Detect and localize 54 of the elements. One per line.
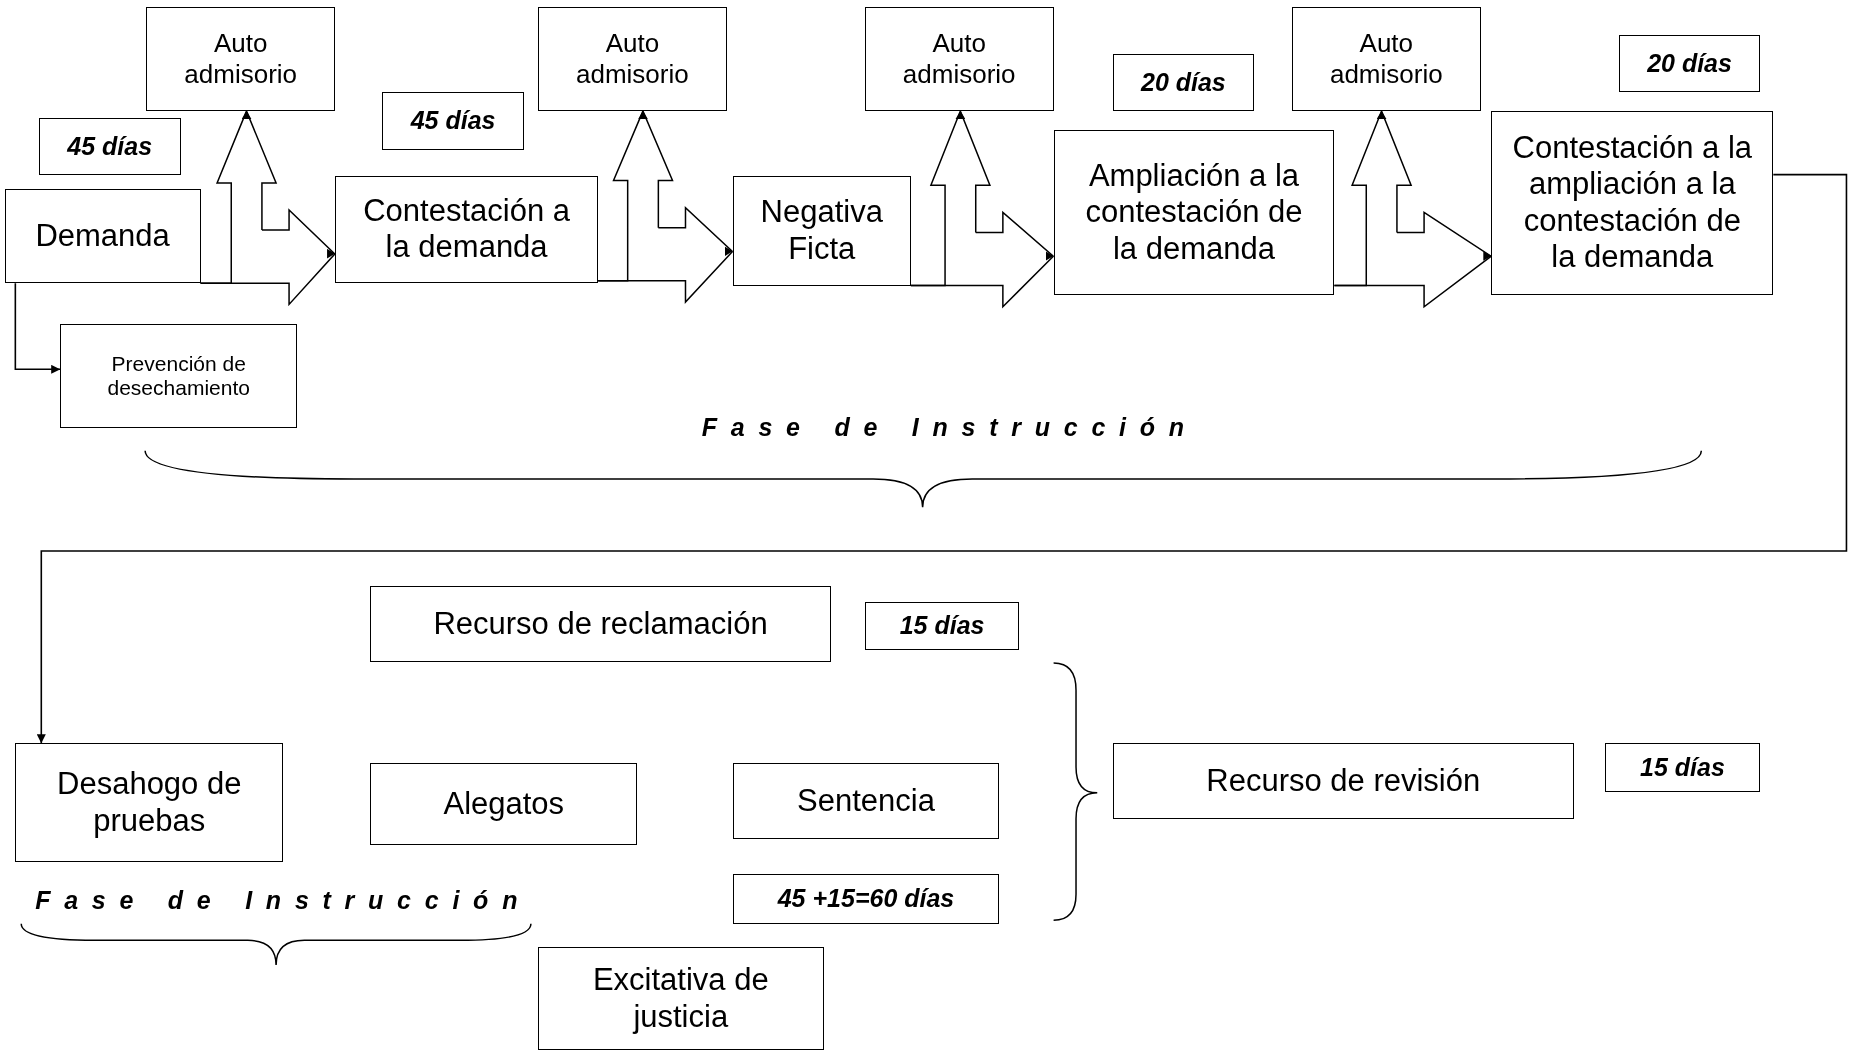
duration-box	[1112, 54, 1255, 111]
box-text: 20 días	[1647, 48, 1732, 79]
box-text: 20 días	[1141, 67, 1226, 98]
process-box	[60, 324, 298, 429]
box-text: Desahogo de pruebas	[56, 766, 243, 840]
box-text: Excitativa de justicia	[591, 962, 770, 1036]
box-text: Auto admisorio	[901, 28, 1017, 90]
process-box	[732, 175, 911, 286]
process-box	[1291, 7, 1481, 111]
box-text: Auto admisorio	[575, 28, 690, 90]
phase-label: Fase de Instrucción	[701, 412, 1198, 443]
box-text: Ampliación a la contestación de la demanda	[1084, 157, 1304, 268]
block-arrow	[597, 205, 734, 304]
box-text: Sentencia	[797, 782, 935, 820]
process-box	[864, 7, 1054, 111]
box-text: 15 días	[899, 611, 985, 641]
box-text: Contestación a la demanda	[362, 192, 571, 267]
duration-box	[864, 601, 1020, 651]
duration-box	[732, 874, 1000, 924]
process-box	[732, 763, 1000, 839]
process-box	[146, 7, 336, 111]
process-box	[538, 947, 824, 1051]
process-box	[370, 763, 638, 845]
phase-label: Fase de Instrucción	[35, 886, 532, 917]
box-text: Contestación a la ampliación a la contestación de la demanda	[1511, 129, 1754, 277]
connector-arrow	[14, 282, 61, 374]
process-box	[4, 188, 201, 284]
process-box	[538, 7, 727, 111]
box-text: Auto admisorio	[183, 28, 299, 90]
process-box	[370, 586, 831, 662]
box-text: Alegatos	[443, 785, 565, 823]
box-text: Negativa Ficta	[759, 194, 884, 268]
box-text: 45 días	[67, 131, 153, 162]
duration-box	[38, 118, 181, 175]
duration-box	[382, 92, 524, 150]
box-text: 15 días	[1640, 752, 1725, 783]
process-box	[335, 175, 599, 284]
block-arrow	[199, 208, 336, 307]
process-box	[15, 743, 284, 863]
box-text: 45 días	[410, 106, 496, 136]
duration-box	[1604, 743, 1761, 792]
process-box	[1491, 110, 1774, 295]
process-box	[1053, 129, 1335, 295]
box-text: Prevención de desechamiento	[106, 351, 251, 402]
connector-arrow	[36, 173, 1848, 745]
block-arrow	[1333, 211, 1493, 309]
box-text: 45 +15=60 días	[777, 884, 955, 914]
box-text: Demanda	[35, 217, 170, 255]
process-box	[1112, 743, 1574, 819]
box-text: Recurso de revisión	[1206, 762, 1481, 800]
box-text: Auto admisorio	[1328, 28, 1444, 90]
duration-box	[1618, 35, 1761, 92]
box-text: Recurso de reclamación	[433, 605, 768, 643]
block-arrow	[910, 210, 1055, 309]
